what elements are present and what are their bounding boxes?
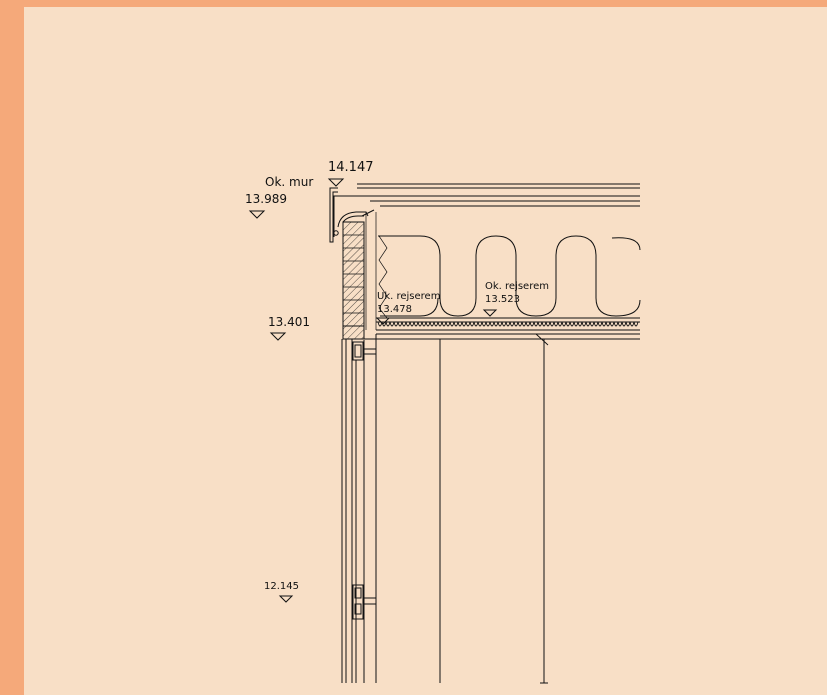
wall-insulation bbox=[365, 212, 388, 330]
window-frame bbox=[341, 334, 548, 684]
ok-rejserem-level: 13.523 bbox=[485, 294, 520, 305]
left-level-text: 13.401 bbox=[268, 315, 310, 329]
uk-rejserem-label: Uk. rejserem bbox=[377, 291, 440, 302]
ok-mur-level: 13.989 bbox=[245, 192, 287, 206]
brick-wall bbox=[342, 221, 365, 340]
level-marker-bottom bbox=[278, 595, 294, 603]
ok-rejserem-label: Ok. rejserem bbox=[485, 281, 549, 292]
bottom-level-text: 12.145 bbox=[264, 581, 299, 592]
level-markers bbox=[248, 178, 498, 603]
level-marker-uk bbox=[375, 317, 391, 325]
uk-rejserem-level: 13.478 bbox=[377, 304, 412, 315]
roof-lines bbox=[340, 183, 640, 207]
ceiling-insulation bbox=[378, 235, 641, 317]
level-marker-left bbox=[269, 332, 287, 341]
ceiling-profile bbox=[350, 317, 640, 346]
window-fittings bbox=[352, 341, 376, 620]
level-marker-ok-rejserem bbox=[482, 309, 498, 317]
level-marker-top bbox=[327, 178, 345, 187]
drawing-sheet bbox=[24, 7, 827, 695]
ok-mur-label: Ok. mur bbox=[265, 175, 313, 189]
top-level-text: 14.147 bbox=[328, 160, 374, 175]
level-marker-ok-mur bbox=[248, 210, 266, 219]
parapet-flashing bbox=[329, 187, 375, 243]
